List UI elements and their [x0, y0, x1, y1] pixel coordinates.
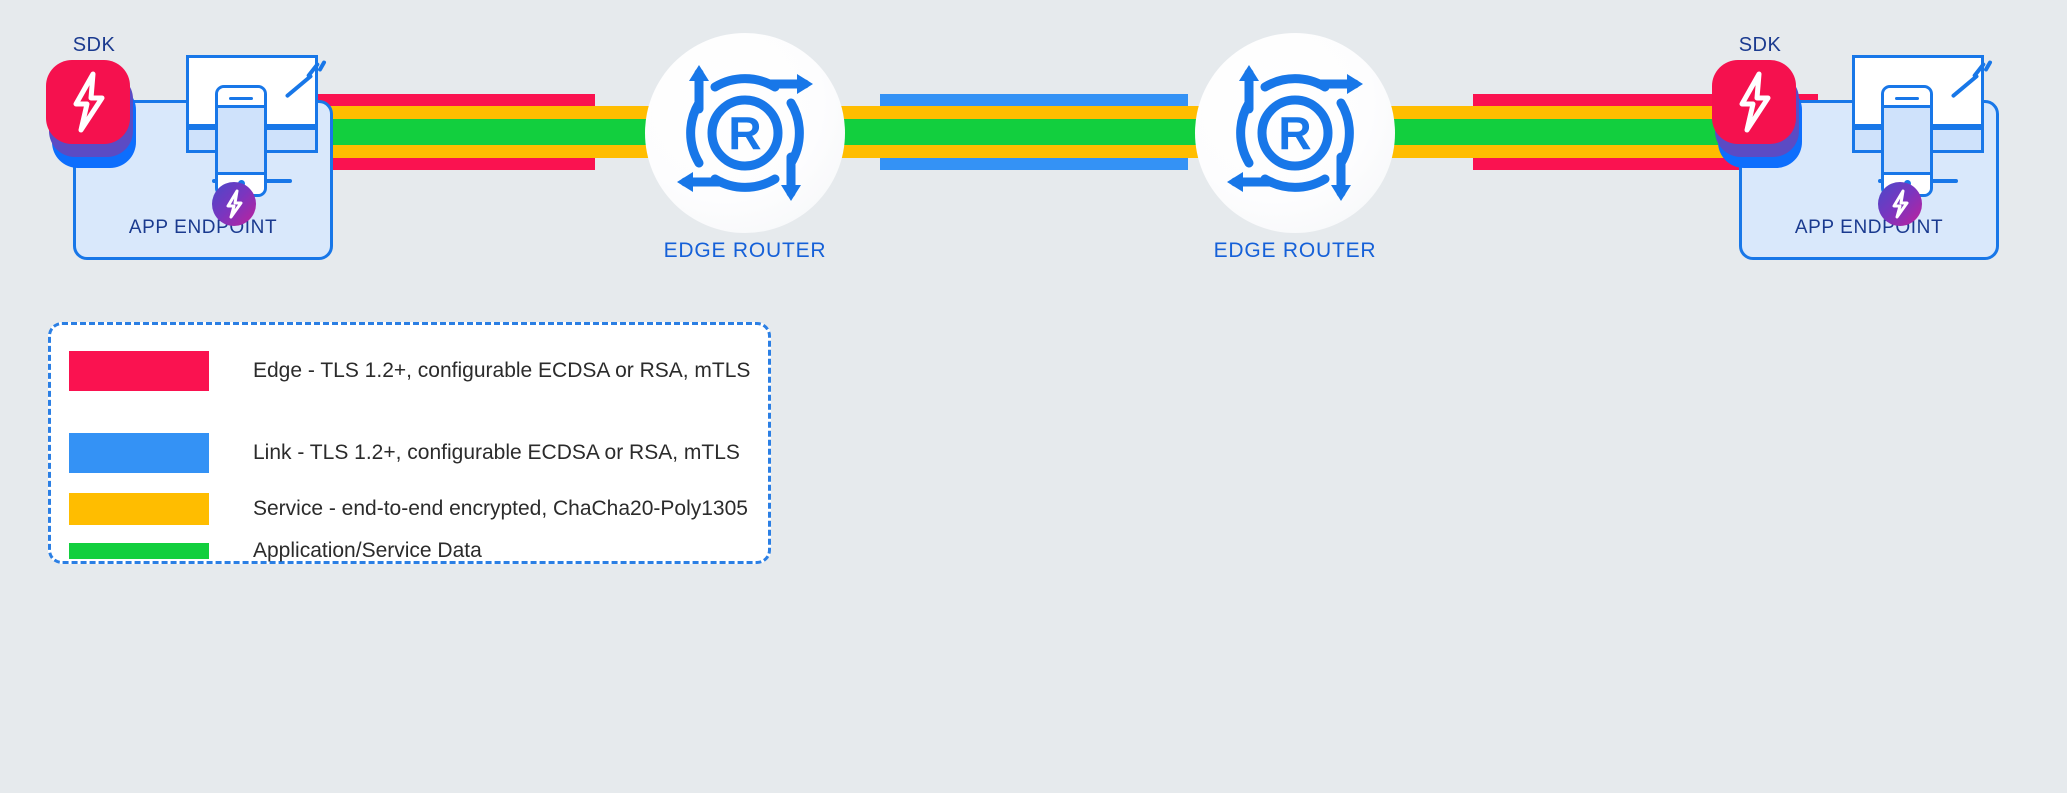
legend-swatch-service	[69, 493, 209, 525]
edge-router-left[interactable]: R	[645, 33, 845, 233]
sdk-badge-right[interactable]: SDK	[1712, 34, 1808, 174]
phone-speaker	[1895, 97, 1919, 100]
ziti-bolt-glyph	[226, 189, 243, 219]
lightning-bolt-icon	[1739, 71, 1771, 133]
legend-label-data: Application/Service Data	[253, 539, 482, 562]
band-edge-left-bottom	[250, 158, 595, 170]
router-arrows-icon-right: R	[1227, 65, 1363, 201]
legend-swatch-data	[69, 543, 209, 559]
lightning-bolt-icon	[73, 71, 105, 133]
legend-label-link: Link - TLS 1.2+, configurable ECDSA or R…	[253, 441, 740, 464]
legend-box: Edge - TLS 1.2+, configurable ECDSA or R…	[48, 322, 771, 564]
legend-label-service: Service - end-to-end encrypted, ChaCha20…	[253, 497, 748, 520]
legend-swatch-link	[69, 433, 209, 473]
svg-text:R: R	[728, 107, 761, 159]
band-link-top	[880, 94, 1188, 106]
ziti-bolt-glyph	[1892, 189, 1909, 219]
signal-spark-icon-right	[1948, 59, 1994, 99]
sdk-card-red	[1712, 60, 1796, 144]
sdk-stack-lightning-icon-right	[1712, 60, 1808, 168]
signal-spark-icon-left	[282, 59, 328, 99]
edge-router-label-left: EDGE ROUTER	[663, 239, 827, 262]
sdk-badge-left[interactable]: SDK	[46, 34, 142, 174]
mobile-phone-icon-right	[1881, 85, 1933, 197]
legend-swatch-edge	[69, 351, 209, 391]
ziti-lightning-badge-icon-right[interactable]	[1878, 182, 1922, 226]
legend-label-edge: Edge - TLS 1.2+, configurable ECDSA or R…	[253, 359, 751, 382]
phone-speaker	[229, 97, 253, 100]
band-edge-left-top	[250, 94, 595, 106]
sdk-label-right: SDK	[1738, 34, 1782, 56]
svg-text:R: R	[1278, 107, 1311, 159]
edge-router-label-right: EDGE ROUTER	[1213, 239, 1377, 262]
band-application-service-data	[250, 119, 1818, 145]
edge-router-right[interactable]: R	[1195, 33, 1395, 233]
sdk-card-red	[46, 60, 130, 144]
router-arrows-icon-left: R	[677, 65, 813, 201]
band-link-bottom	[880, 158, 1188, 170]
mobile-phone-icon-left	[215, 85, 267, 197]
band-service-top	[250, 106, 1818, 119]
app-endpoint-label-left: APP ENDPOINT	[128, 217, 278, 238]
band-service-bottom	[250, 145, 1818, 158]
app-endpoint-label-right: APP ENDPOINT	[1794, 217, 1944, 238]
ziti-lightning-badge-icon-left[interactable]	[212, 182, 256, 226]
sdk-label-left: SDK	[72, 34, 116, 56]
sdk-stack-lightning-icon-left	[46, 60, 142, 168]
